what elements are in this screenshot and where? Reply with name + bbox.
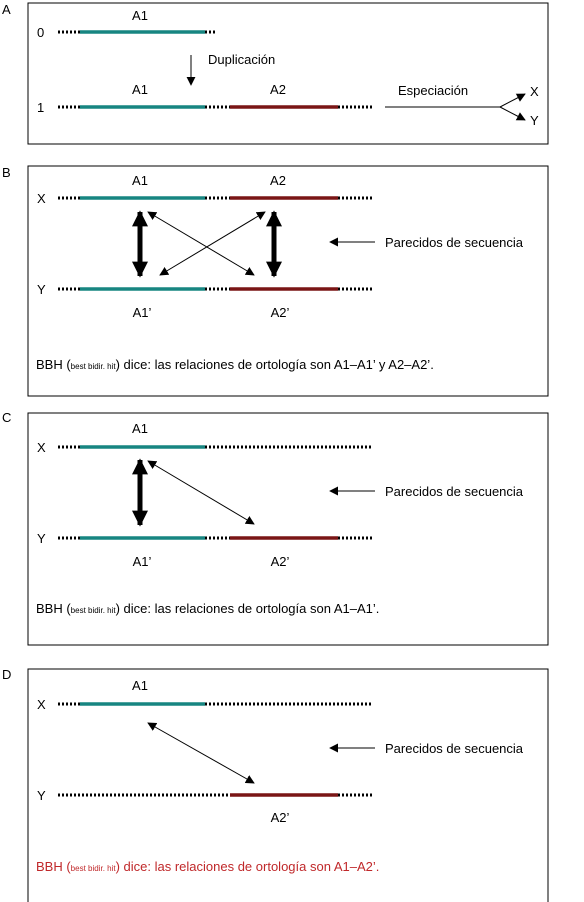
duplication-label: Duplicación xyxy=(208,52,275,67)
gene-label-a2-prime: A2’ xyxy=(271,810,290,825)
panel-d-letter: D xyxy=(2,667,11,682)
gene-label-a2: A2 xyxy=(270,173,286,188)
gene-label-a1: A1 xyxy=(132,678,148,693)
panel-b-letter: B xyxy=(2,165,11,180)
panel-b: B X A1 A2 Y A1’ A2’ Parecidos de secuenc… xyxy=(2,165,549,397)
row-label-x: X xyxy=(37,697,46,712)
gene-label-a1: A1 xyxy=(132,8,148,23)
similarity-label: Parecidos de secuencia xyxy=(385,741,524,756)
row-label-y: Y xyxy=(37,531,46,546)
gene-label-a1-prime: A1’ xyxy=(133,554,152,569)
gene-label-a1: A1 xyxy=(132,173,148,188)
gene-label-a2-prime: A2’ xyxy=(271,305,290,320)
panel-d-frame xyxy=(27,668,549,902)
speciation-label: Especiación xyxy=(398,83,468,98)
branch-label-y: Y xyxy=(530,113,539,128)
branch-label-x: X xyxy=(530,84,539,99)
similarity-label: Parecidos de secuencia xyxy=(385,484,524,499)
panel-a-frame xyxy=(27,2,549,145)
weak-similarity-arrow xyxy=(147,722,255,784)
panel-d: D X A1 Y A2’ Parecidos de secuencia BBH … xyxy=(2,667,549,902)
speciation-arrow-x xyxy=(499,93,526,108)
panel-a-letter: A xyxy=(2,2,11,17)
panel-c-letter: C xyxy=(2,410,11,425)
weak-similarity-arrow xyxy=(147,211,255,276)
similarity-label: Parecidos de secuencia xyxy=(385,235,524,250)
panel-c: C X A1 Y A1’ A2’ Parecidos de secuencia … xyxy=(2,410,549,646)
speciation-arrow-y xyxy=(499,106,526,121)
row-label-y: Y xyxy=(37,282,46,297)
row-label-x: X xyxy=(37,191,46,206)
weak-similarity-arrow xyxy=(147,460,255,525)
row-label-1: 1 xyxy=(37,100,44,115)
row-label-y: Y xyxy=(37,788,46,803)
bbh-conclusion: BBH (best bidir. hit) dice: las relacion… xyxy=(36,357,434,372)
gene-label-a1: A1 xyxy=(132,421,148,436)
gene-label-a2-prime: A2’ xyxy=(271,554,290,569)
weak-similarity-arrow xyxy=(159,211,266,276)
row-label-0: 0 xyxy=(37,25,44,40)
gene-label-a2: A2 xyxy=(270,82,286,97)
gene-label-a1-prime: A1’ xyxy=(133,305,152,320)
gene-label-a1: A1 xyxy=(132,82,148,97)
row-label-x: X xyxy=(37,440,46,455)
bbh-conclusion: BBH (best bidir. hit) dice: las relacion… xyxy=(36,601,379,616)
bbh-conclusion-highlight: BBH (best bidir. hit) dice: las relacion… xyxy=(36,859,379,874)
panel-b-frame xyxy=(27,165,549,397)
panel-c-frame xyxy=(27,412,549,646)
panel-a: A 0 A1 Duplicación 1 A1 A2 Especiación X… xyxy=(2,2,549,145)
